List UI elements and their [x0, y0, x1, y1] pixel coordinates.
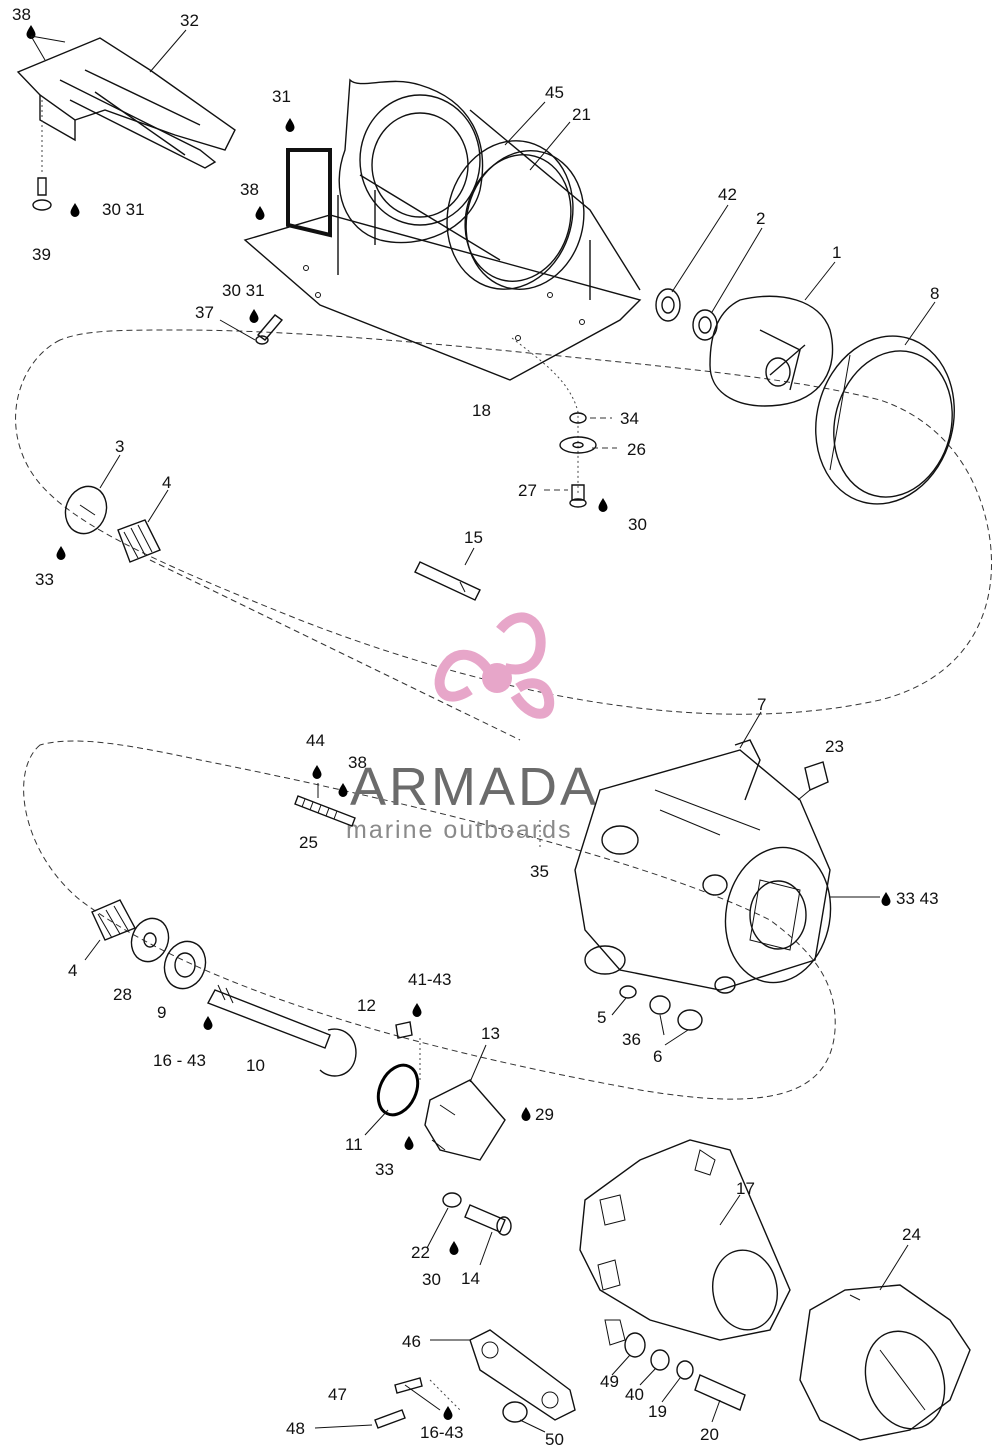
callout-16-43: 16 - 43 [153, 1051, 206, 1070]
part-47-48-screws [374, 1377, 423, 1429]
callout-34: 34 [620, 409, 639, 428]
part-42-bearing [655, 288, 681, 322]
callout-28: 28 [113, 985, 132, 1004]
part-4-coupler-top [117, 519, 161, 563]
callout-10: 10 [246, 1056, 265, 1075]
callout-42: 42 [718, 185, 737, 204]
part-3-seal [64, 485, 108, 535]
callout-33: 33 [35, 570, 54, 589]
part-50-bushing [502, 1401, 528, 1423]
callout-23: 23 [825, 737, 844, 756]
part-46-bracket [469, 1329, 576, 1421]
brand-title: ARMADA [350, 757, 599, 817]
callout-32: 32 [180, 11, 199, 30]
callout-2: 2 [756, 209, 765, 228]
armada-logo: ARMADA marine outboards [346, 612, 599, 844]
part-49-40-19-20-hardware [624, 1332, 746, 1411]
callout-44: 44 [306, 731, 325, 750]
callout-38: 38 [12, 5, 31, 24]
part-17-venturi [579, 1139, 791, 1346]
group-outline-bottom [23, 740, 836, 1100]
callout-22: 22 [411, 1243, 430, 1262]
part-13-cover [424, 1079, 506, 1161]
callout-30-31: 30 31 [222, 281, 265, 300]
callout-45: 45 [545, 83, 564, 102]
part-26-washer [559, 436, 597, 454]
part-12-plug [395, 1021, 413, 1039]
callout-4: 4 [162, 473, 171, 492]
callout-6: 6 [653, 1047, 662, 1066]
callout-49: 49 [600, 1372, 619, 1391]
brand-subtitle: marine outboards [346, 816, 573, 844]
callout-33-43: 33 43 [896, 889, 939, 908]
callout-27: 27 [518, 481, 537, 500]
callout-11: 11 [345, 1135, 363, 1154]
part-24-nozzle [799, 1284, 971, 1441]
callout-41-43: 41-43 [408, 970, 451, 989]
part-37-screw [255, 314, 284, 345]
callout-18: 18 [472, 401, 491, 420]
callout-17: 17 [736, 1179, 755, 1198]
callout-38: 38 [348, 753, 367, 772]
part-28-washer [130, 917, 170, 963]
callout-33: 33 [375, 1160, 394, 1179]
part-45-21-wear-rings [446, 140, 585, 290]
part-7-pump-housing [574, 739, 832, 994]
callout-14: 14 [461, 1269, 480, 1288]
callout-31: 31 [272, 87, 291, 106]
part-11-o-ring [376, 1063, 420, 1117]
group-outline-top [15, 329, 992, 715]
callout-7: 7 [757, 695, 766, 714]
callout-38: 38 [240, 180, 259, 199]
callout-25: 25 [299, 833, 318, 852]
callout-5: 5 [597, 1008, 606, 1027]
callout-1: 1 [832, 243, 841, 262]
callout-39: 39 [32, 245, 51, 264]
callout-30-31: 30 31 [102, 200, 145, 219]
propeller-icon [434, 612, 555, 719]
callout-30: 30 [422, 1270, 441, 1289]
callout-12: 12 [357, 996, 376, 1015]
callout-37: 37 [195, 303, 214, 322]
part-25-stud [294, 795, 356, 827]
callout-29: 29 [535, 1105, 554, 1124]
callout-26: 26 [627, 440, 646, 459]
part-22-14-bolt [442, 1192, 512, 1236]
callout-48: 48 [286, 1419, 305, 1438]
callout-20: 20 [700, 1425, 719, 1444]
callout-35: 35 [530, 862, 549, 881]
part-34-nut [569, 412, 587, 424]
leader-lines [30, 29, 936, 1433]
callout-4: 4 [68, 961, 77, 980]
callout-13: 13 [481, 1024, 500, 1043]
callout-15: 15 [464, 528, 483, 547]
callout-47: 47 [328, 1385, 347, 1404]
part-8-wear-ring [815, 335, 955, 505]
callout-46: 46 [402, 1332, 421, 1351]
part-10-shaft [207, 984, 357, 1077]
callout-50: 50 [545, 1430, 564, 1449]
part-32-ride-plate [16, 37, 236, 169]
part-27-screw [569, 484, 587, 508]
part-4-coupler-bottom [91, 899, 136, 941]
part-15-pin [414, 561, 481, 601]
callout-19: 19 [648, 1402, 667, 1421]
part-18-intake-housing [243, 78, 642, 381]
callout-16-43: 16-43 [420, 1423, 463, 1442]
callout-3: 3 [115, 437, 124, 456]
part-1-impeller [709, 295, 834, 407]
callout-30: 30 [628, 515, 647, 534]
part-39-screw [32, 177, 52, 211]
callout-21: 21 [572, 105, 591, 124]
part-9-bearing [163, 940, 207, 990]
callout-24: 24 [902, 1225, 921, 1244]
callout-9: 9 [157, 1003, 166, 1022]
callout-40: 40 [625, 1385, 644, 1404]
callout-8: 8 [930, 284, 939, 303]
part-5-36-6-hardware [619, 985, 703, 1031]
callout-36: 36 [622, 1030, 641, 1049]
part-23-clip [804, 761, 829, 791]
